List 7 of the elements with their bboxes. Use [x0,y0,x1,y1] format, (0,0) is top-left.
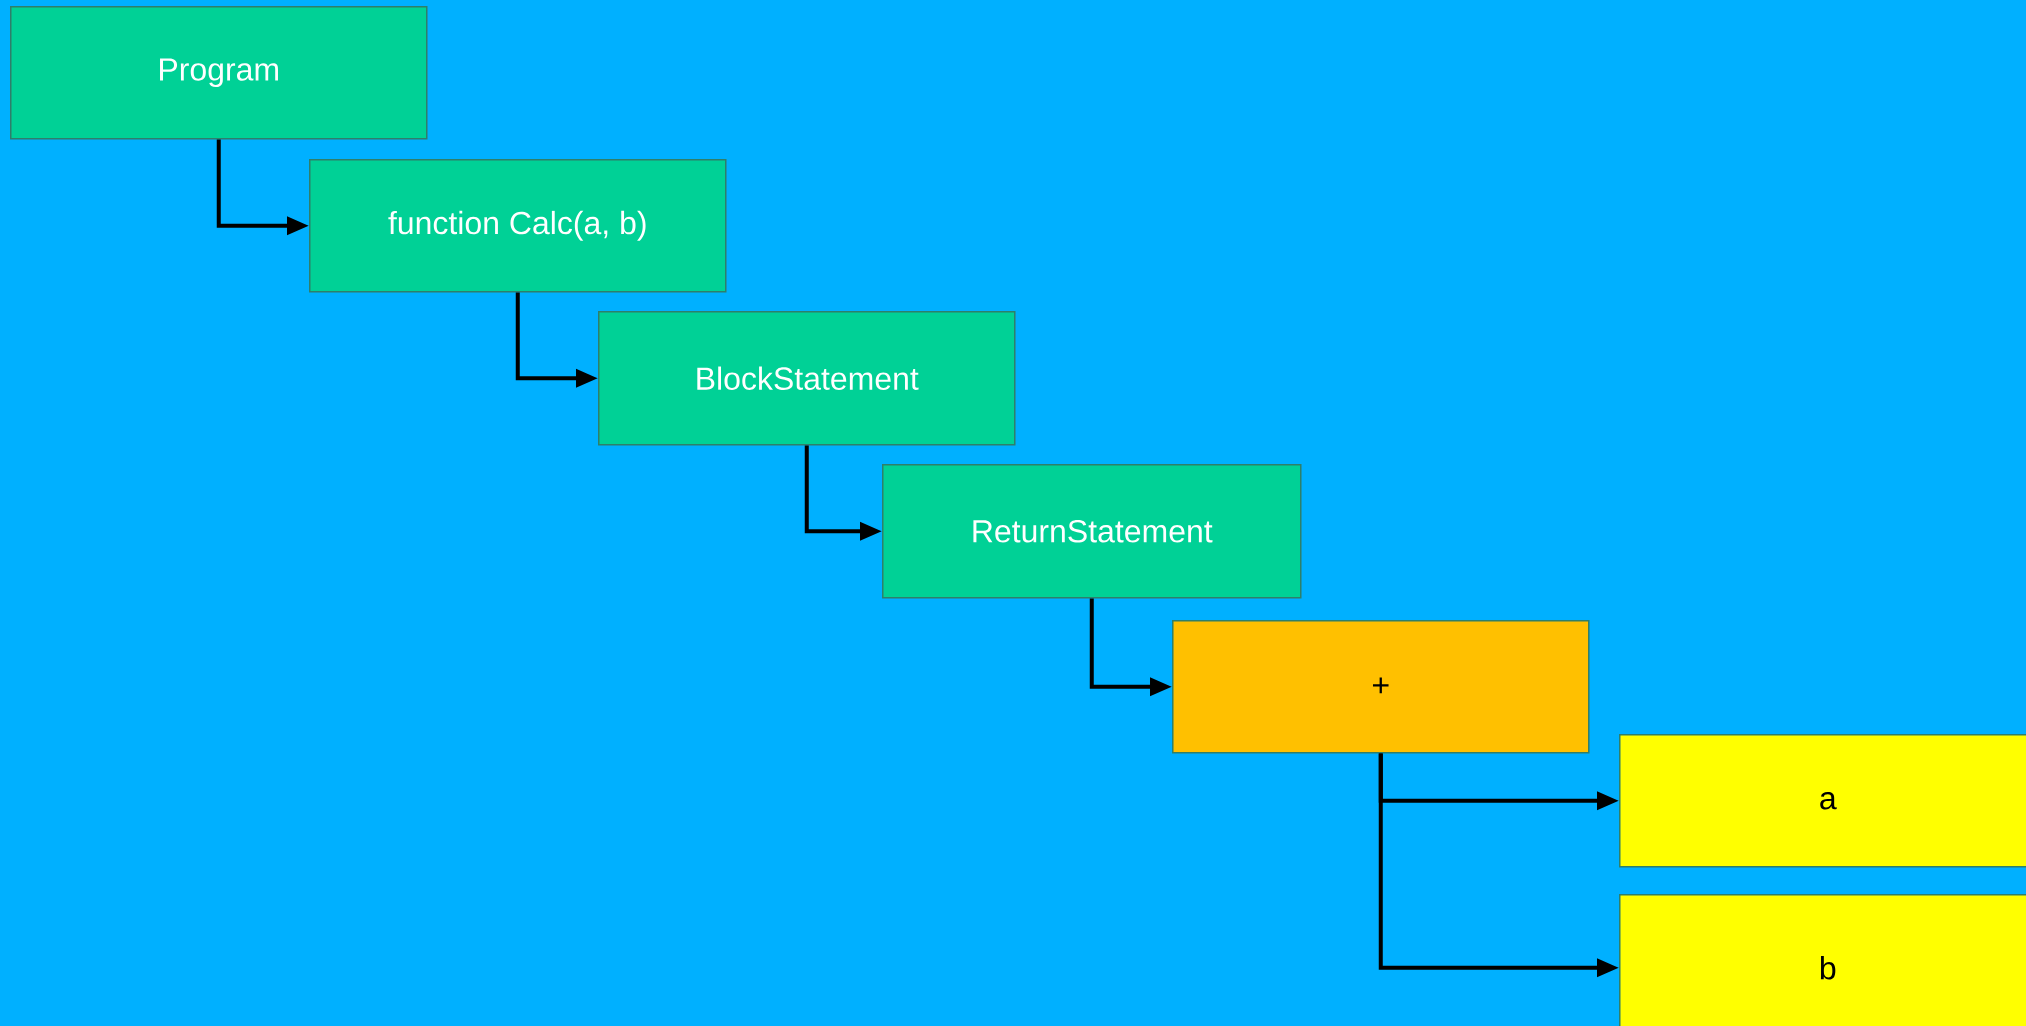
tree-node-box: function Calc(a, b) [309,159,727,293]
tree-node-box: a [1619,734,2026,868]
tree-node-box: ReturnStatement [882,464,1302,599]
tree-node-box: b [1619,894,2026,1026]
tree-node-box: Program [10,6,428,140]
tree-node-box: BlockStatement [598,311,1016,446]
tree-node-box: + [1172,620,1590,754]
